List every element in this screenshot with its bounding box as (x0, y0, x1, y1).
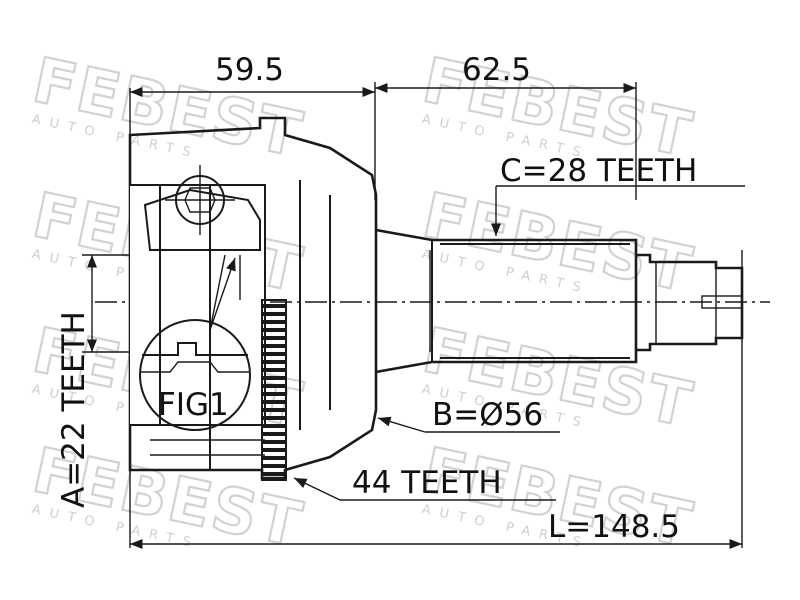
outer-stem (375, 228, 744, 374)
abs-tooth (262, 344, 286, 348)
abs-tooth (262, 440, 286, 444)
abs-tooth (262, 312, 286, 316)
abs-ring-label: 44 TEETH (352, 465, 502, 501)
outer-spline-label: C=28 TEETH (500, 153, 697, 189)
abs-tooth (262, 336, 286, 340)
abs-tooth (262, 392, 286, 396)
abs-tooth (262, 400, 286, 404)
abs-tooth (262, 384, 286, 388)
abs-tooth (262, 424, 286, 428)
abs-tooth (262, 456, 286, 460)
abs-tooth (262, 448, 286, 452)
length-right-label: 62.5 (462, 52, 531, 88)
abs-tooth (262, 408, 286, 412)
abs-tooth (262, 376, 286, 380)
abs-ring (261, 299, 287, 481)
abs-tooth (262, 432, 286, 436)
fig1-detail: FIG1 (139, 257, 251, 431)
length-left-label: 59.5 (215, 52, 284, 88)
inner-spline-label: A=22 TEETH (56, 311, 92, 508)
abs-tooth (262, 320, 286, 324)
fig1-circle (139, 319, 251, 431)
abs-tooth (262, 472, 286, 476)
abs-tooth (262, 328, 286, 332)
total-length-label: L=148.5 (548, 509, 680, 545)
abs-tooth (262, 416, 286, 420)
dimension-lines (86, 82, 745, 550)
abs-tooth (262, 360, 286, 364)
seal-diameter-label: B=Ø56 (432, 397, 543, 433)
inner-race (143, 188, 261, 251)
abs-tooth (262, 368, 286, 372)
abs-tooth (262, 464, 286, 468)
abs-tooth (262, 352, 286, 356)
abs-tooth (262, 304, 286, 308)
bell-housing (128, 116, 378, 480)
abs-ring-teeth (262, 304, 286, 476)
fig1-label: FIG1 (158, 387, 229, 423)
cotter-slot (701, 295, 743, 309)
